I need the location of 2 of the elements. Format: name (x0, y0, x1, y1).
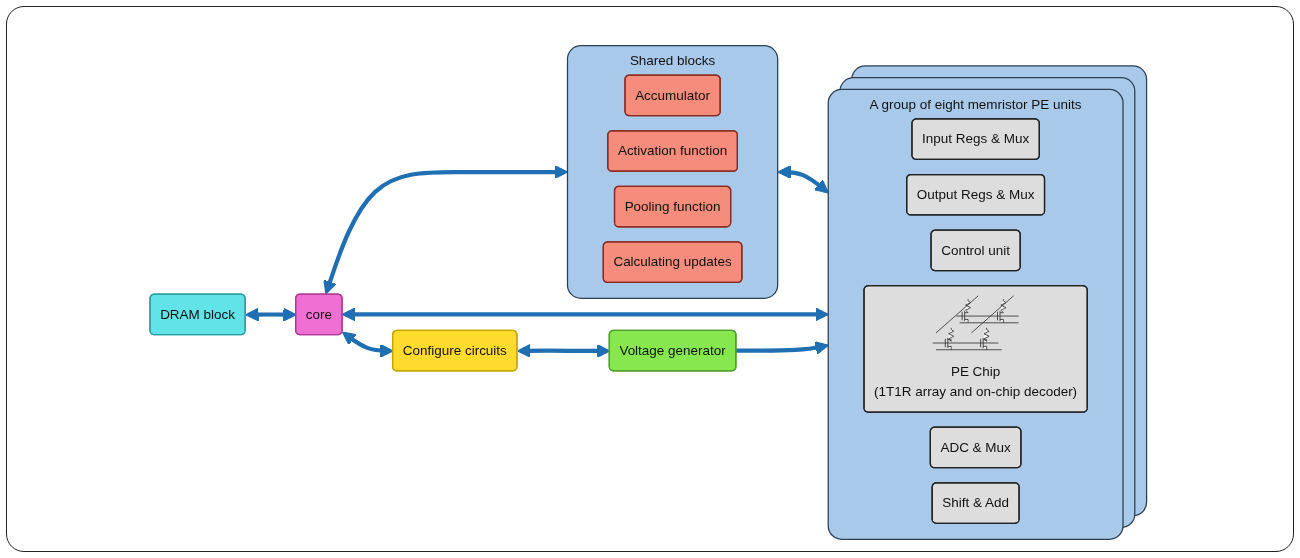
arrow (735, 341, 829, 355)
arrow (777, 165, 829, 194)
